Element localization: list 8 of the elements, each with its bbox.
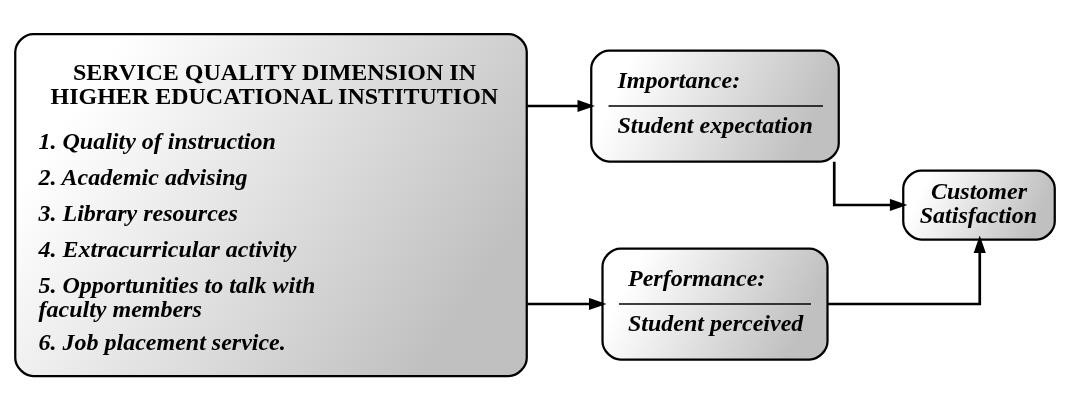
arrow	[827, 235, 986, 306]
node-box: Importance: Student expectation	[590, 49, 840, 163]
arrow	[832, 161, 908, 212]
node-box: Customer Satisfaction	[902, 169, 1056, 241]
node-box: Performance: Student perceived	[601, 247, 829, 361]
arrow	[527, 99, 595, 113]
arrow	[527, 297, 607, 311]
node-box: SERVICE QUALITY DIMENSION IN HIGHER EDUCATIONAL INSTITUTION 1. Quality of instruction 2. Academic advising 3. Library resources 4. Extracurricular activity 5. Opportunities to talk with faculty members 6. Job placement service.	[14, 32, 528, 378]
